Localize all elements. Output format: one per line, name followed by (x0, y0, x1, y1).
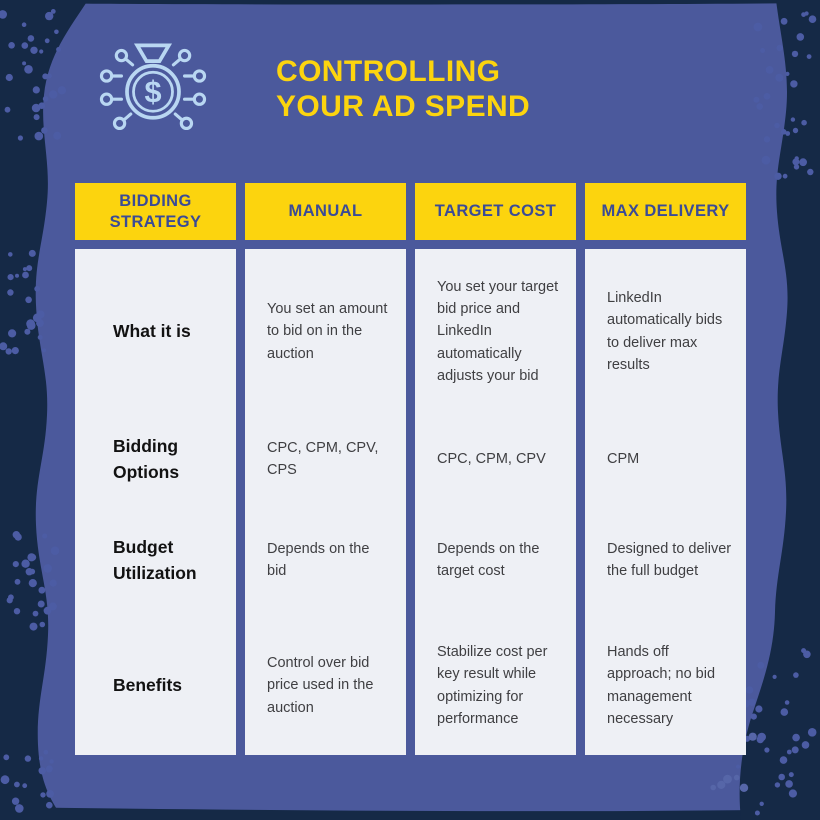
column-manual: MANUAL You set an amount to bid on in th… (245, 183, 406, 755)
bottom-edge-strip (0, 807, 820, 820)
max-delivery-column-body: LinkedIn automatically bids to deliver m… (585, 249, 746, 755)
row-label-budget-utilization: Budget Utilization (113, 536, 197, 583)
target-cost-what-it-is: You set your target bid price and Linked… (437, 279, 559, 384)
target-cost-column-body: You set your target bid price and Linked… (415, 249, 576, 755)
left-wavy-band (0, 0, 88, 820)
page-title-line2: YOUR AD SPEND (276, 90, 531, 123)
column-header-target-cost: TARGET COST (415, 183, 576, 240)
manual-budget-utilization: Depends on the bid (267, 540, 370, 579)
max-delivery-bidding-options: CPM (607, 450, 640, 467)
top-edge-strip (0, 0, 820, 5)
row-label-bidding-options: Bidding Options (113, 435, 180, 482)
target-cost-benefits: Stabilize cost per key result while opti… (437, 644, 548, 727)
column-target-cost: TARGET COST You set your target bid pric… (415, 183, 576, 755)
row-label-what-it-is: What it is (113, 321, 191, 342)
bag-neck (133, 43, 173, 63)
row-label-column-body: What it is Bidding Options Budget Utiliz… (75, 249, 236, 755)
bidding-comparison-table: BIDDING STRATEGY What it is Bidding Opti… (75, 183, 746, 755)
target-cost-budget-utilization: Depends on the target cost (437, 540, 540, 579)
manual-what-it-is: You set an amount to bid on in the aucti… (267, 301, 388, 362)
manual-benefits: Control over bid price used in the aucti… (267, 655, 374, 716)
column-bidding-strategy: BIDDING STRATEGY What it is Bidding Opti… (75, 183, 236, 755)
max-delivery-benefits: Hands off approach; no bid management ne… (607, 644, 716, 727)
column-max-delivery: MAX DELIVERY LinkedIn automatically bids… (585, 183, 746, 755)
dollar-sign: $ (144, 75, 161, 109)
column-header-bidding-strategy: BIDDING STRATEGY (75, 183, 236, 240)
manual-column-body: You set an amount to bid on in the aucti… (245, 249, 406, 755)
bag-inner-circle (132, 70, 174, 113)
dot-pattern (0, 9, 817, 816)
max-delivery-what-it-is: LinkedIn automatically bids to deliver m… (607, 290, 723, 373)
page-title: CONTROLLING YOUR AD SPEND (276, 54, 530, 124)
page-title-line1: CONTROLLING (276, 55, 501, 88)
row-label-benefits: Benefits (113, 675, 183, 696)
bag-outer-circle (125, 63, 181, 120)
money-bag-network-icon: $ (99, 43, 207, 131)
target-cost-bidding-options: CPC, CPM, CPV (437, 450, 546, 467)
column-header-manual: MANUAL (245, 183, 406, 240)
right-wavy-band (739, 0, 820, 820)
column-header-max-delivery: MAX DELIVERY (585, 183, 746, 240)
max-delivery-budget-utilization: Designed to deliver the full budget (607, 540, 732, 579)
manual-bidding-options: CPC, CPM, CPV, CPS (267, 439, 379, 478)
